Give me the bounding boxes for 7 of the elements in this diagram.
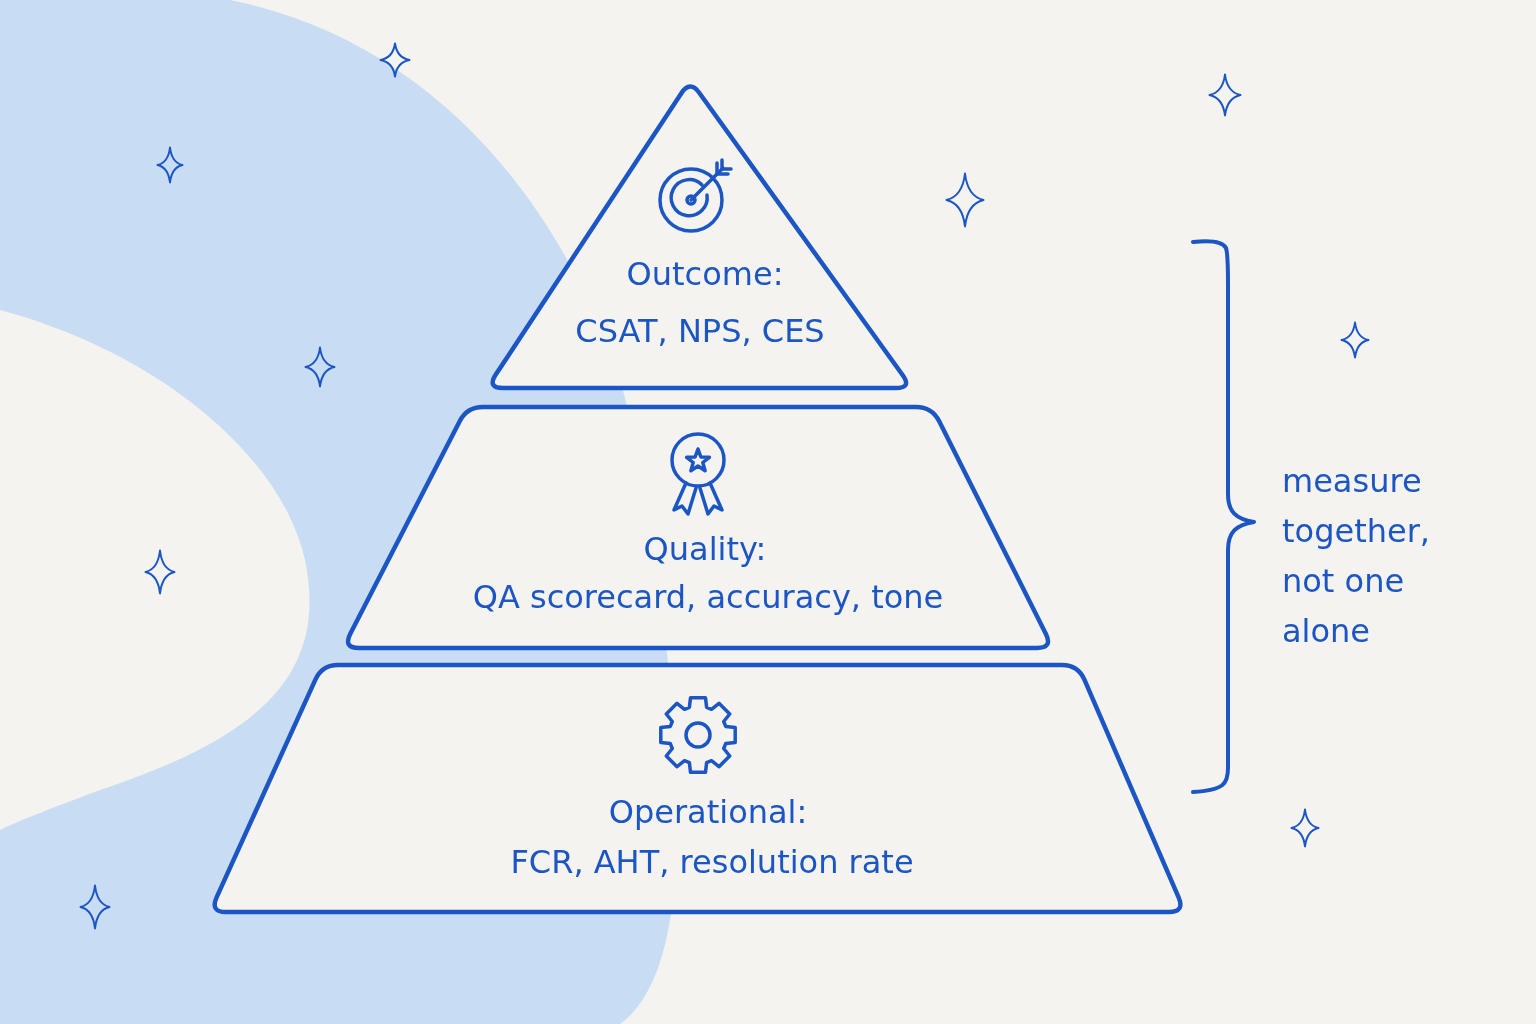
- tier-heading: Operational:: [608, 793, 808, 831]
- tier-metrics: QA scorecard, accuracy, tone: [472, 578, 944, 616]
- tier-heading: Quality:: [643, 530, 767, 568]
- tier-metrics: CSAT, NPS, CES: [575, 312, 825, 350]
- tier-metrics: FCR, AHT, resolution rate: [510, 843, 914, 881]
- tier-heading: Outcome:: [626, 255, 784, 293]
- bracket-note: measure together, not one alone: [1282, 461, 1431, 652]
